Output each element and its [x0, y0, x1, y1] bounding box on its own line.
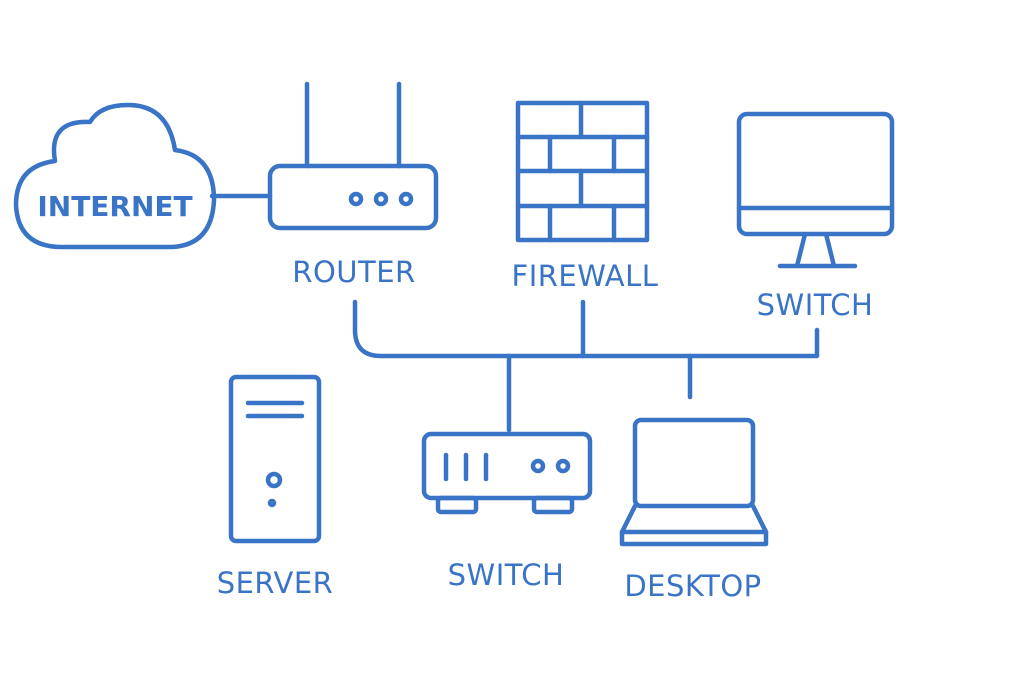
firewall-label: FIREWALL: [512, 259, 659, 293]
internet-label: INTERNET: [37, 190, 192, 223]
router-node: ROUTER: [267, 81, 439, 289]
desktop-node: DESKTOP: [619, 417, 769, 603]
desktop-label: DESKTOP: [624, 569, 761, 603]
router-label: ROUTER: [292, 255, 415, 289]
internet-node: INTERNET: [13, 102, 217, 250]
cloud-icon: [13, 102, 217, 250]
switch-node: SWITCH: [421, 431, 593, 592]
router-icon: [267, 81, 439, 231]
monitor-icon: [736, 111, 895, 269]
connection-lines: [209, 193, 820, 433]
server-label: SERVER: [217, 566, 334, 600]
switch-label: SWITCH: [448, 558, 565, 592]
server-node: SERVER: [217, 374, 334, 600]
server-tower-icon: [228, 374, 322, 544]
laptop-icon: [619, 417, 769, 547]
firewall-node: FIREWALL: [512, 100, 659, 293]
firewall-icon: [515, 100, 650, 243]
link-bus: [352, 299, 820, 359]
monitor-label: SWITCH: [757, 288, 874, 322]
monitor-node: SWITCH: [736, 111, 895, 322]
network-switch-icon: [421, 431, 593, 515]
